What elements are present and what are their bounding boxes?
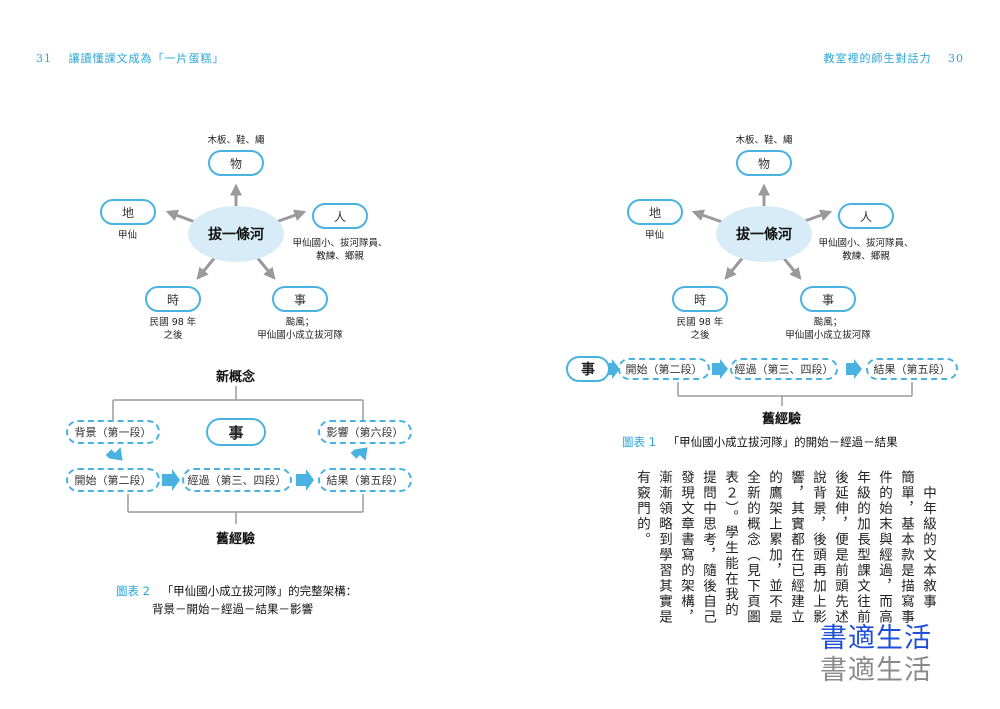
right-old-experience-bracket bbox=[677, 382, 913, 406]
node-ren-right: 人 bbox=[838, 203, 894, 229]
left-flow-arrows bbox=[105, 447, 368, 491]
hub-event-title: 拔一條河 bbox=[188, 206, 284, 262]
ren-caption: 甲仙國小、拔河隊員、 教練、鄉親 bbox=[290, 237, 390, 263]
shi-time-caption-line2: 之後 bbox=[163, 330, 183, 341]
ren-caption-right-line1: 甲仙國小、拔河隊員、 bbox=[818, 238, 914, 249]
di-caption-right: 甲仙 bbox=[645, 230, 665, 241]
shi-time-caption-right: 民國 98 年 之後 bbox=[667, 316, 733, 342]
right-figure-number: 圖表 1 bbox=[622, 435, 656, 449]
body-column-6: 說背景，後頭再加上影 bbox=[810, 470, 826, 625]
left-page-number: 31 bbox=[36, 52, 52, 65]
right-running-title: 教室裡的師生對話力 bbox=[823, 52, 932, 65]
shi-event-caption: 颱風； 甲仙國小成立拔河隊 bbox=[246, 316, 354, 342]
body-column-7: 響，其實都在已經建立 bbox=[788, 470, 804, 625]
node-di: 地 bbox=[100, 199, 156, 225]
shi-time-caption: 民國 98 年 之後 bbox=[140, 316, 206, 342]
flow-process-left: 經過（第三、四段） bbox=[182, 468, 292, 492]
shi-time-caption-right-line2: 之後 bbox=[690, 330, 710, 341]
left-running-title: 讓讀懂課文成為「一片蛋糕」 bbox=[68, 52, 225, 65]
body-column-4: 年級的加長型課文往前 bbox=[854, 470, 870, 625]
shi-time-caption-line1: 民國 98 年 bbox=[149, 317, 197, 328]
new-concept-label: 新概念 bbox=[216, 370, 256, 385]
di-caption: 甲仙 bbox=[118, 230, 138, 241]
node-shi-time-right: 時 bbox=[672, 286, 728, 312]
left-figure-number: 圖表 2 bbox=[116, 584, 150, 598]
shi-event-caption-right-line1: 颱風； bbox=[813, 317, 843, 328]
node-shi-time: 時 bbox=[145, 286, 201, 312]
node-wu-right: 物 bbox=[736, 150, 792, 176]
flow-result-right: 結果（第五段） bbox=[866, 358, 958, 380]
flow-event-right: 事 bbox=[566, 356, 610, 382]
flow-start-right: 開始（第二段） bbox=[618, 358, 710, 380]
watermark-gray: 書適生活 bbox=[820, 655, 932, 686]
body-column-5: 後延伸，便是前頭先述 bbox=[832, 470, 848, 625]
body-column-3: 件的始末與經過，而高 bbox=[876, 470, 892, 625]
flow-process-right: 經過（第三、四段） bbox=[730, 358, 838, 380]
right-figure-title: 「甲仙國小成立拔河隊」的開始－經過－結果 bbox=[667, 435, 898, 449]
ren-caption-right-line2: 教練、鄉親 bbox=[842, 251, 890, 262]
body-column-13: 漸漸領略到學習其實是 bbox=[656, 470, 672, 625]
body-column-9: 全新的概念（見下頁圖 bbox=[744, 470, 760, 625]
flow-impact: 影響（第六段） bbox=[318, 420, 412, 444]
node-shi-event-right: 事 bbox=[800, 286, 856, 312]
ren-caption-line2: 教練、鄉親 bbox=[316, 251, 364, 262]
node-di-right: 地 bbox=[627, 199, 683, 225]
watermark-blue: 書適生活 bbox=[820, 623, 932, 654]
hub-event-title-right: 拔一條河 bbox=[716, 206, 812, 262]
body-column-14: 有竅門的。 bbox=[634, 470, 650, 548]
shi-event-caption-line1: 颱風； bbox=[285, 317, 315, 328]
shi-event-caption-right: 颱風； 甲仙國小成立拔河隊 bbox=[774, 316, 882, 342]
node-shi-event: 事 bbox=[272, 286, 328, 312]
shi-event-caption-line2: 甲仙國小成立拔河隊 bbox=[257, 330, 343, 341]
right-flow-arrows bbox=[606, 359, 862, 379]
left-figure-caption: 圖表 2 「甲仙國小成立拔河隊」的完整架構： bbox=[116, 583, 357, 599]
shi-event-caption-right-line2: 甲仙國小成立拔河隊 bbox=[785, 330, 871, 341]
shi-time-caption-right-line1: 民國 98 年 bbox=[676, 317, 724, 328]
body-column-12: 發現文章書寫的架構， bbox=[678, 470, 694, 625]
left-figure-title-line1: 「甲仙國小成立拔河隊」的完整架構： bbox=[161, 584, 358, 598]
old-experience-left: 舊經驗 bbox=[216, 532, 256, 547]
right-figure-caption: 圖表 1 「甲仙國小成立拔河隊」的開始－經過－結果 bbox=[622, 434, 898, 450]
left-figure-title-line2: 背景－開始－經過－結果－影響 bbox=[152, 602, 313, 616]
node-wu: 物 bbox=[208, 150, 264, 176]
flow-background: 背景（第一段） bbox=[66, 420, 160, 444]
left-page-header: 31 讓讀懂課文成為「一片蛋糕」 bbox=[36, 50, 225, 66]
flow-start-left: 開始（第二段） bbox=[66, 468, 160, 492]
body-column-1: 中年級的文本敘事 bbox=[920, 470, 936, 610]
right-page-number: 30 bbox=[948, 52, 964, 65]
right-page-header: 教室裡的師生對話力 30 bbox=[824, 50, 965, 66]
new-concept-bracket bbox=[112, 386, 364, 420]
left-old-experience-bracket bbox=[127, 494, 364, 524]
flow-result-left: 結果（第五段） bbox=[318, 468, 412, 492]
body-column-8: 的鷹架上累加，並不是 bbox=[766, 470, 782, 625]
body-column-10: 表２）。學生能在我的 bbox=[722, 470, 738, 619]
wu-caption-right: 木板、鞋、繩 bbox=[735, 135, 793, 146]
wu-caption: 木板、鞋、繩 bbox=[207, 135, 265, 146]
flow-event-left: 事 bbox=[206, 418, 266, 446]
body-column-11: 提問中思考，隨後自己 bbox=[700, 470, 716, 625]
ren-caption-line1: 甲仙國小、拔河隊員、 bbox=[292, 238, 388, 249]
old-experience-right: 舊經驗 bbox=[762, 412, 802, 427]
ren-caption-right: 甲仙國小、拔河隊員、 教練、鄉親 bbox=[816, 237, 916, 263]
node-ren: 人 bbox=[312, 203, 368, 229]
body-column-2: 簡單，基本款是描寫事 bbox=[898, 470, 914, 625]
left-mindmap-arrows bbox=[165, 183, 307, 280]
